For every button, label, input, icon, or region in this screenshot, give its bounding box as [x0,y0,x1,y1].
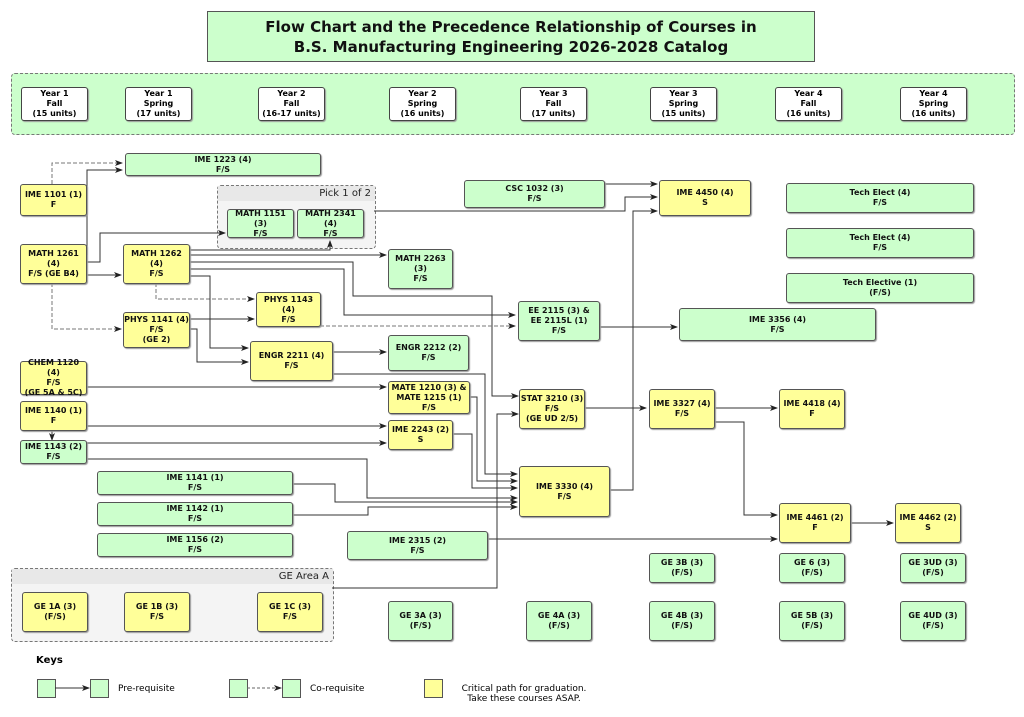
link-ime1142-ime3330 [293,504,518,516]
course-ge-3ud[interactable]: GE 3UD (3)(F/S) [900,553,966,583]
course-ime-1156[interactable]: IME 1156 (2)F/S [97,533,293,557]
course-ge-4a[interactable]: GE 4A (3)(F/S) [526,601,592,641]
course-ime-4450[interactable]: IME 4450 (4)S [659,180,751,216]
key-critical-box [424,679,443,698]
pick-group-label: Pick 1 of 2 [218,186,375,201]
course-ee-2115[interactable]: EE 2115 (3) &EE 2115L (1)F/S [518,301,600,341]
link-gea-stat3210 [332,411,519,589]
link-math1262-ee2115 [190,268,516,318]
key-coreq-box-to [282,679,301,698]
link-phys1141-engr2211 [190,328,249,365]
course-phys-1141[interactable]: PHYS 1141 (4)F/S(GE 2) [123,312,190,348]
course-mate-1210-1215[interactable]: MATE 1210 (3) &MATE 1215 (1)F/S [388,381,470,414]
course-stat-3210[interactable]: STAT 3210 (3)F/S(GE UD 2/5) [519,389,585,429]
course-tech-elective-3[interactable]: Tech Elective (1)(F/S) [786,273,974,303]
course-ime-1141[interactable]: IME 1141 (1)F/S [97,471,293,495]
course-ge-1b[interactable]: GE 1B (3)F/S [124,592,190,632]
course-chem-1120[interactable]: CHEM 1120 (4)F/S(GE 5A & 5C) [20,358,87,397]
course-ge-6[interactable]: GE 6 (3)(F/S) [779,553,845,583]
title-line-2: B.S. Manufacturing Engineering 2026-2028… [293,37,729,56]
link-math1262-engr2211 [190,275,249,351]
course-ime-1223[interactable]: IME 1223 (4)F/S [125,153,321,176]
key-prereq-label: Pre-requisite [118,684,175,694]
course-ime-3327[interactable]: IME 3327 (4)F/S [649,389,715,429]
key-coreq-label: Co-requisite [310,684,365,694]
course-ge-5b[interactable]: GE 5B (3)(F/S) [779,601,845,641]
course-ime-1143[interactable]: IME 1143 (2)F/S [20,440,87,464]
course-ime-4418[interactable]: IME 4418 (4)F [779,389,845,429]
title-line-1: Flow Chart and the Precedence Relationsh… [265,17,757,36]
key-prereq-box-to [90,679,109,698]
course-tech-elect-1[interactable]: Tech Elect (4)F/S [786,183,974,213]
link-ime3327-ime4461 [715,421,778,518]
course-engr-2211[interactable]: ENGR 2211 (4)F/S [250,341,333,381]
link-ime1101-ime1223 [51,160,123,184]
course-ge-1c[interactable]: GE 1C (3)F/S [257,592,323,632]
link-math1262-phys1143 [155,283,255,302]
course-math-1151[interactable]: MATH 1151 (3)F/S [227,209,294,238]
link-math1261-math1151 [87,230,226,263]
course-ge-4b[interactable]: GE 4B (3)(F/S) [649,601,715,641]
link-engr2211-ime3330 [333,373,518,477]
course-ime-4461[interactable]: IME 4461 (2)F [779,503,851,543]
course-phys-1143[interactable]: PHYS 1143 (4)F/S [256,292,321,327]
ge-area-a-label: GE Area A [12,569,333,584]
course-ime-4462[interactable]: IME 4462 (2)S [895,503,961,543]
link-ime1141-ime3330 [293,483,518,505]
link-ime2243-ime3330 [453,433,518,491]
course-ge-4ud[interactable]: GE 4UD (3)(F/S) [900,601,966,641]
course-math-1262[interactable]: MATH 1262 (4)F/S [123,244,190,284]
link-math1261-phys1141 [51,283,122,332]
course-ime-1140[interactable]: IME 1140 (1)F [20,401,87,431]
course-csc-1032[interactable]: CSC 1032 (3)F/S [464,180,605,208]
course-engr-2212[interactable]: ENGR 2212 (2)F/S [388,335,469,371]
course-math-2263[interactable]: MATH 2263 (3)F/S [388,249,453,289]
course-math-2341[interactable]: MATH 2341 (4)F/S [297,209,364,238]
course-ime-3356[interactable]: IME 3356 (4)F/S [679,308,876,341]
course-ge-3a[interactable]: GE 3A (3)(F/S) [388,601,453,641]
link-math1261-ime1223 [86,167,123,255]
link-pick-ime4450 [374,194,658,212]
link-math1262-math2341 [190,240,333,251]
course-ime-1142[interactable]: IME 1142 (1)F/S [97,502,293,526]
course-ge-1a[interactable]: GE 1A (3)(F/S) [22,592,88,632]
course-ime-2243[interactable]: IME 2243 (2)S [388,420,453,450]
link-ime1143-ime3330 [87,458,518,501]
keys-title: Keys [36,655,63,666]
course-math-1261[interactable]: MATH 1261 (4)F/S (GE B4) [20,244,87,284]
course-tech-elect-2[interactable]: Tech Elect (4)F/S [786,228,974,258]
course-ime-3330[interactable]: IME 3330 (4)F/S [519,466,610,517]
link-math1262-stat3210 [190,261,519,399]
course-ge-3b[interactable]: GE 3B (3)(F/S) [649,553,715,583]
pick-one-of-two-group: Pick 1 of 2 [217,185,376,249]
link-ime3330-ime4450 [610,208,658,491]
course-ime-2315[interactable]: IME 2315 (2)F/S [347,531,488,560]
course-ime-1101[interactable]: IME 1101 (1)F [20,184,87,216]
key-critical-label: Critical path for graduation. Take these… [461,684,587,704]
page-title: Flow Chart and the Precedence Relationsh… [207,11,815,62]
